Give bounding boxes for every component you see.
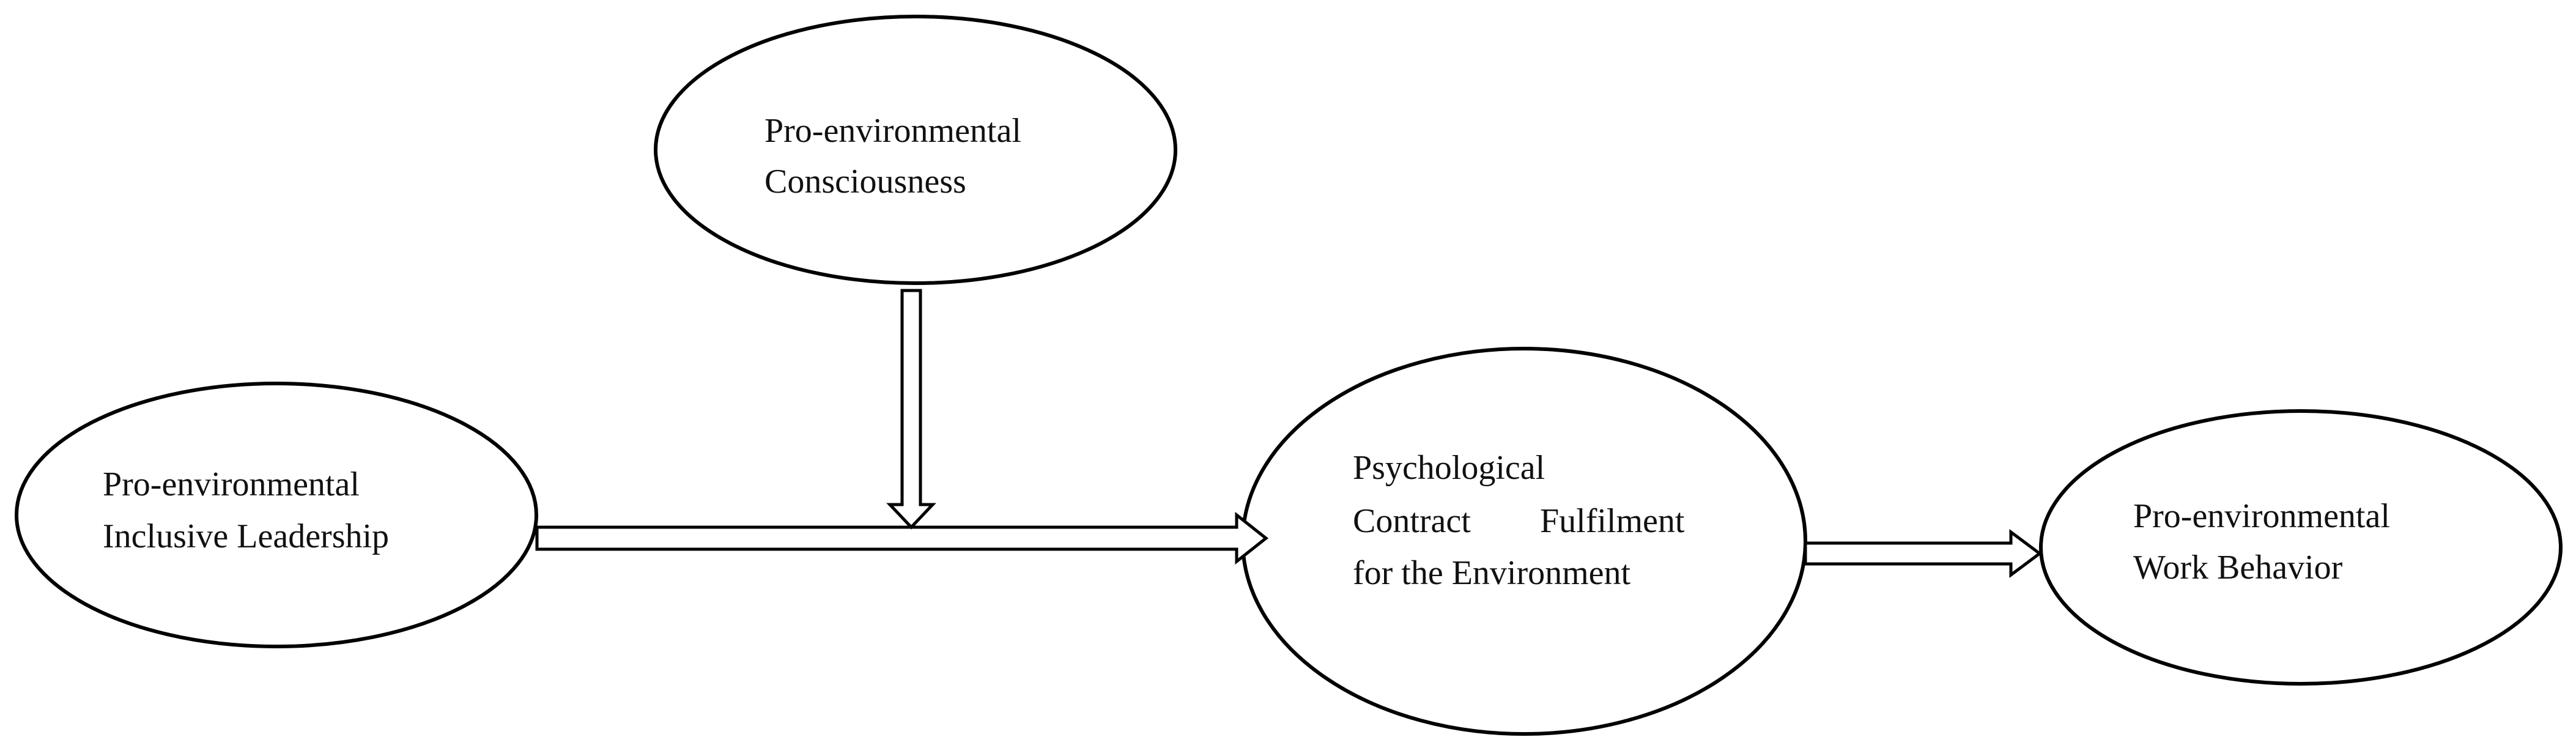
- node-label-line: for the Environment: [1353, 554, 1631, 592]
- node-label-line: Fulfilment: [1540, 502, 1685, 540]
- arrow-leadership-to-contract: [535, 511, 1269, 565]
- node-label-line: Pro-environmental: [764, 112, 1021, 150]
- arrow-consciousness-moderation: [886, 289, 936, 530]
- node-shape: [654, 15, 1177, 285]
- node-pro-environmental-work-behavior: Pro-environmental Work Behavior: [2039, 409, 2563, 686]
- node-shape: [1241, 347, 1807, 736]
- node-psychological-contract-fulfilment: Psychological Contract Fulfilment for th…: [1241, 347, 1807, 736]
- node-label-line: Psychological: [1353, 449, 1545, 487]
- node-shape: [15, 382, 538, 648]
- node-pro-environmental-inclusive-leadership: Pro-environmental Inclusive Leadership: [15, 382, 538, 648]
- node-shape: [2039, 409, 2563, 686]
- node-label-line: Consciousness: [764, 163, 966, 201]
- node-label-line: Pro-environmental: [103, 465, 360, 503]
- node-label-line: Inclusive Leadership: [103, 517, 389, 555]
- node-label-line: Work Behavior: [2133, 549, 2343, 587]
- node-label-line: Contract: [1353, 502, 1471, 540]
- arrow-contract-to-behavior: [1804, 529, 2043, 578]
- node-label-line: Pro-environmental: [2133, 497, 2390, 535]
- node-pro-environmental-consciousness: Pro-environmental Consciousness: [654, 15, 1177, 285]
